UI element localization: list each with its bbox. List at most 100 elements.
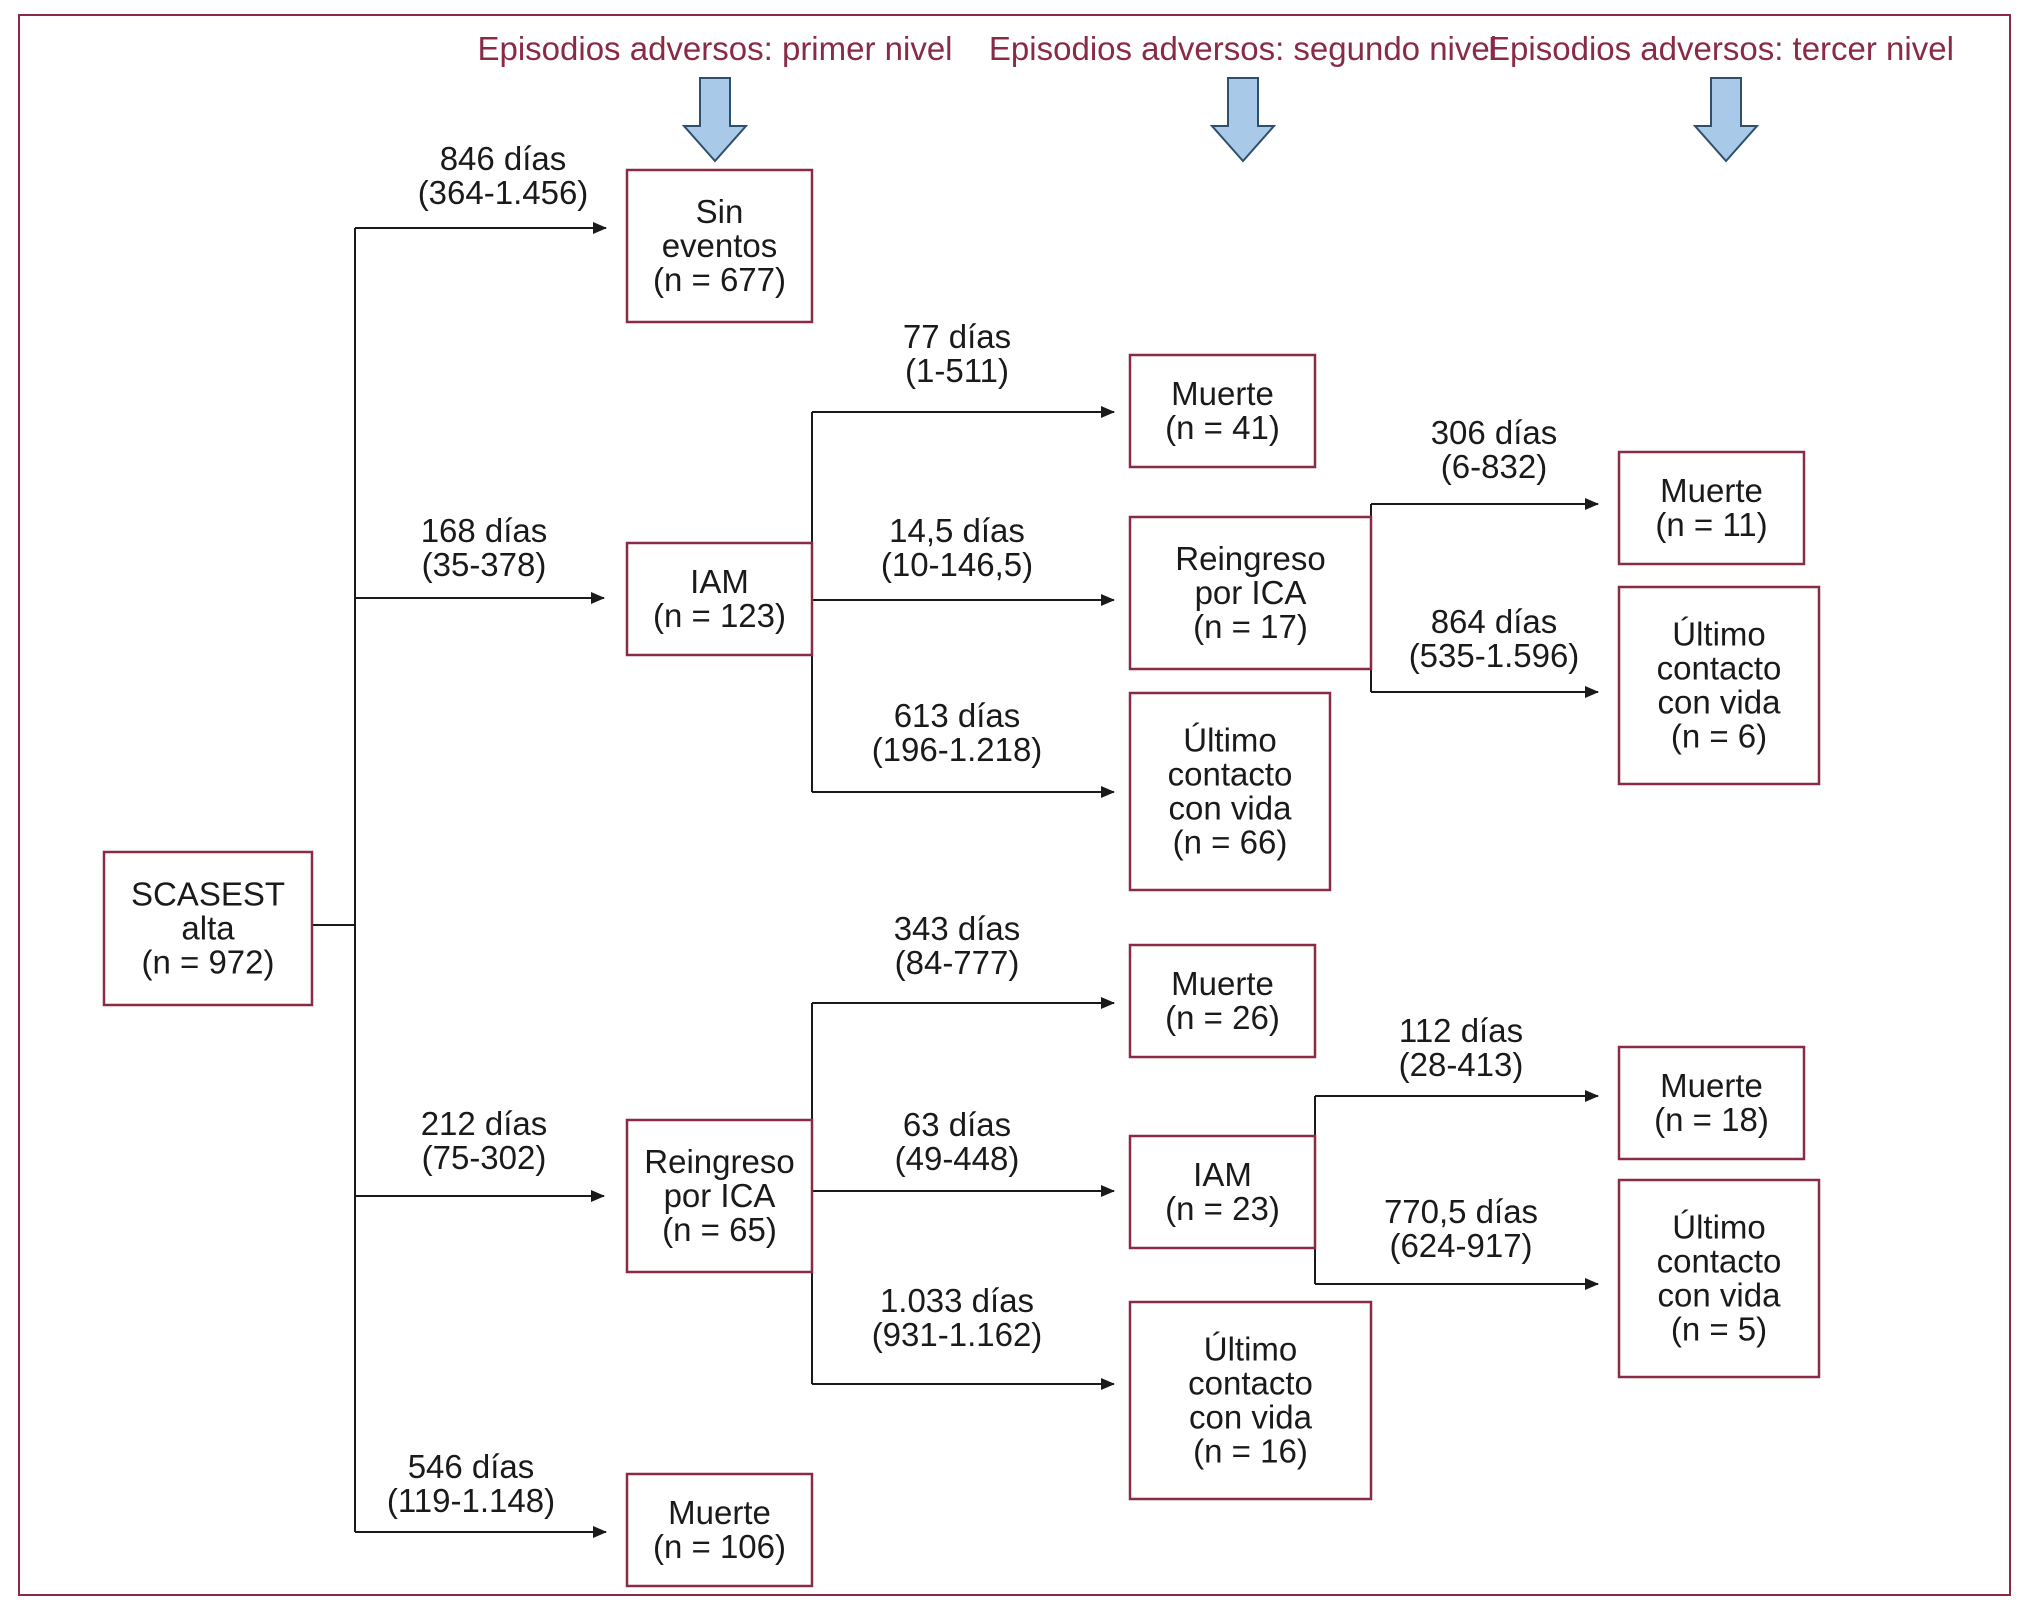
node-label-line: contacto bbox=[1657, 1243, 1782, 1280]
node-label-line: alta bbox=[181, 910, 235, 947]
node-label-line: con vida bbox=[1658, 1277, 1782, 1314]
level-header-third: Episodios adversos: tercer nivel bbox=[1488, 30, 1954, 67]
node-label-line: con vida bbox=[1658, 684, 1782, 721]
node-label-line: contacto bbox=[1657, 650, 1782, 687]
edge-label-l2a-to-muerte: 306 días(6-832) bbox=[1431, 414, 1558, 485]
edge-label-rei-to-iam: 63 días(49-448) bbox=[895, 1106, 1020, 1177]
node-label-line: Reingreso bbox=[1175, 540, 1325, 577]
node-label-line: IAM bbox=[1193, 1156, 1252, 1193]
edge-median-days: 846 días bbox=[440, 140, 567, 177]
edge-median-days: 306 días bbox=[1431, 414, 1558, 451]
edge-label-l2b-to-muerte: 112 días(28-413) bbox=[1399, 1012, 1524, 1083]
node-label-line: (n = 6) bbox=[1671, 718, 1767, 755]
edge-range: (119-1.148) bbox=[387, 1482, 555, 1519]
node-label-line: con vida bbox=[1169, 790, 1293, 827]
edge-label-to-l1-iam: 168 días(35-378) bbox=[421, 512, 548, 583]
edge-range: (364-1.456) bbox=[418, 174, 589, 211]
node-label-line: por ICA bbox=[1195, 574, 1307, 611]
node-label-line: Muerte bbox=[1171, 375, 1274, 412]
edge-label-iam-to-ultimo: 613 días(196-1.218) bbox=[872, 697, 1043, 768]
node-box bbox=[625, 541, 814, 657]
edge-range: (75-302) bbox=[422, 1139, 547, 1176]
edge-median-days: 864 días bbox=[1431, 603, 1558, 640]
node-box bbox=[1617, 1045, 1806, 1161]
edge-median-days: 77 días bbox=[903, 318, 1011, 355]
node-l2-iam-muerte: Muerte(n = 41) bbox=[1128, 353, 1317, 469]
edge-range: (196-1.218) bbox=[872, 731, 1043, 768]
node-label-line: (n = 972) bbox=[142, 944, 275, 981]
edge-median-days: 212 días bbox=[421, 1105, 548, 1142]
node-l3-b-muerte: Muerte(n = 18) bbox=[1617, 1045, 1806, 1161]
node-label-line: (n = 23) bbox=[1165, 1190, 1280, 1227]
node-label-line: (n = 41) bbox=[1165, 409, 1280, 446]
edge-label-to-sin-eventos: 846 días(364-1.456) bbox=[418, 140, 589, 211]
root-connectors bbox=[312, 222, 607, 1538]
edge-median-days: 770,5 días bbox=[1384, 1193, 1538, 1230]
node-label-line: contacto bbox=[1188, 1365, 1313, 1402]
edge-median-days: 613 días bbox=[894, 697, 1021, 734]
node-label-line: Último bbox=[1204, 1331, 1298, 1368]
node-box bbox=[1128, 515, 1373, 671]
node-box bbox=[625, 168, 814, 324]
node-label-line: Muerte bbox=[1660, 472, 1763, 509]
figure-frame bbox=[18, 14, 2011, 1596]
node-box bbox=[625, 1472, 814, 1588]
node-label-line: (n = 17) bbox=[1193, 608, 1308, 645]
node-label-line: eventos bbox=[662, 227, 778, 264]
node-label-line: contacto bbox=[1168, 756, 1293, 793]
edge-range: (10-146,5) bbox=[881, 546, 1033, 583]
level-header-second: Episodios adversos: segundo nivel bbox=[989, 30, 1497, 67]
node-label-line: Último bbox=[1672, 1209, 1766, 1246]
edge-median-days: 112 días bbox=[1399, 1012, 1523, 1049]
node-label-line: (n = 5) bbox=[1671, 1311, 1767, 1348]
node-box bbox=[102, 850, 314, 1007]
node-l1-muerte: Muerte(n = 106) bbox=[625, 1472, 814, 1588]
edge-median-days: 1.033 días bbox=[880, 1282, 1034, 1319]
node-label-line: IAM bbox=[690, 563, 749, 600]
node-box bbox=[1128, 1134, 1317, 1250]
edge-median-days: 63 días bbox=[903, 1106, 1011, 1143]
node-label-line: (n = 11) bbox=[1655, 506, 1767, 543]
node-label-line: (n = 65) bbox=[662, 1211, 777, 1248]
edge-range: (535-1.596) bbox=[1409, 637, 1580, 674]
level-header-first: Episodios adversos: primer nivel bbox=[477, 30, 952, 67]
edge-median-days: 343 días bbox=[894, 910, 1021, 947]
node-label-line: (n = 16) bbox=[1193, 1433, 1308, 1470]
node-l3-a-muerte: Muerte(n = 11) bbox=[1617, 450, 1806, 566]
edge-median-days: 168 días bbox=[421, 512, 548, 549]
edge-median-days: 14,5 días bbox=[889, 512, 1025, 549]
edge-range: (931-1.162) bbox=[872, 1316, 1043, 1353]
edge-range: (624-917) bbox=[1389, 1227, 1532, 1264]
edge-label-to-l1-reingreso: 212 días(75-302) bbox=[421, 1105, 548, 1176]
node-label-line: Sin bbox=[696, 193, 744, 230]
node-label-line: Muerte bbox=[1660, 1067, 1763, 1104]
level-arrow-first bbox=[681, 77, 749, 163]
edge-median-days: 546 días bbox=[408, 1448, 535, 1485]
edge-label-rei-to-muerte: 343 días(84-777) bbox=[894, 910, 1021, 981]
edge-label-l2a-to-ultimo: 864 días(535-1.596) bbox=[1409, 603, 1580, 674]
node-box bbox=[1128, 943, 1317, 1059]
node-label-line: Último bbox=[1672, 616, 1766, 653]
edge-label-iam-to-muerte: 77 días(1-511) bbox=[903, 318, 1011, 389]
node-label-line: (n = 26) bbox=[1165, 999, 1280, 1036]
node-label-line: (n = 18) bbox=[1654, 1101, 1769, 1138]
node-label-line: Muerte bbox=[668, 1494, 771, 1531]
node-box bbox=[1128, 691, 1332, 892]
node-label-line: Reingreso bbox=[644, 1143, 794, 1180]
node-box bbox=[625, 1118, 814, 1274]
edge-range: (6-832) bbox=[1441, 448, 1547, 485]
edge-range: (28-413) bbox=[1399, 1046, 1524, 1083]
node-label-line: por ICA bbox=[664, 1177, 776, 1214]
node-label-line: (n = 106) bbox=[653, 1528, 786, 1565]
node-label-line: (n = 123) bbox=[653, 597, 786, 634]
node-box bbox=[1128, 1300, 1373, 1501]
node-l2-rei-iam: IAM(n = 23) bbox=[1128, 1134, 1317, 1250]
edge-label-rei-to-ultimo: 1.033 días(931-1.162) bbox=[872, 1282, 1043, 1353]
